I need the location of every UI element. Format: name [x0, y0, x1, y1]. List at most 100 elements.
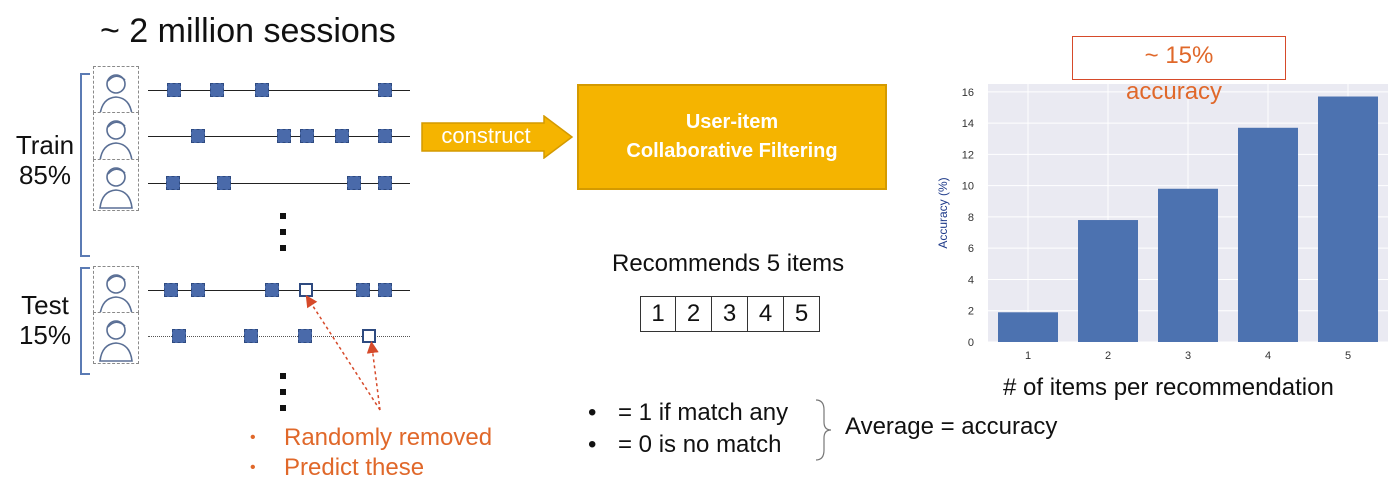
match-bullets: • = 1 if match any • = 0 is no match — [588, 397, 788, 461]
page-title: ~ 2 million sessions — [100, 12, 396, 50]
session-item — [335, 129, 349, 143]
annotation-box — [1072, 36, 1286, 80]
annotation-accuracy: accuracy — [1126, 78, 1223, 105]
session-item — [378, 129, 392, 143]
cf-line-1: User-item — [685, 111, 779, 133]
y-tick-label: 0 — [968, 337, 974, 349]
ellipsis-dot — [280, 245, 286, 251]
removed-notes: • Randomly removed • Predict these — [250, 423, 492, 483]
session-item — [191, 283, 205, 297]
rec-box-2: 2 — [676, 296, 712, 332]
ellipsis-dot — [280, 213, 286, 219]
session-item — [172, 329, 186, 343]
x-tick-label: 4 — [1265, 350, 1271, 362]
arrow-icon — [421, 115, 574, 159]
bar — [1078, 220, 1138, 342]
session-item — [164, 283, 178, 297]
y-tick-label: 16 — [962, 87, 974, 99]
test-label-text: Test — [21, 290, 69, 320]
session-item — [277, 129, 291, 143]
test-label: Test 15% — [14, 290, 76, 350]
ellipsis-dot — [280, 229, 286, 235]
bullet-icon: • — [588, 431, 597, 458]
x-tick-label: 3 — [1185, 350, 1191, 362]
session-item — [167, 83, 181, 97]
session-item — [300, 129, 314, 143]
session-track — [148, 90, 410, 91]
session-item — [255, 83, 269, 97]
match-bullet-text: = 0 is no match — [618, 431, 782, 458]
recommends-label: Recommends 5 items — [612, 250, 845, 277]
session-track — [148, 336, 410, 337]
session-item — [265, 283, 279, 297]
removed-note: • Predict these — [250, 453, 492, 483]
user-icon — [93, 312, 139, 364]
session-item — [210, 83, 224, 97]
match-bullet-text: = 1 if match any — [618, 399, 789, 426]
session-track — [148, 290, 410, 291]
user-icon — [93, 159, 139, 211]
ellipsis-dot — [280, 373, 286, 379]
session-item — [298, 329, 312, 343]
y-axis-label: Accuracy (%) — [936, 177, 950, 248]
removed-note: • Randomly removed — [250, 423, 492, 453]
ellipsis-dot — [280, 389, 286, 395]
x-tick-label: 1 — [1025, 350, 1031, 362]
user-icon — [93, 112, 139, 164]
train-label: Train 85% — [14, 130, 76, 190]
annotation-percent: ~ 15% — [1144, 42, 1214, 69]
bar — [1238, 127, 1298, 342]
pointer-arrow — [305, 294, 381, 411]
collaborative-filtering-box: User-item Collaborative Filtering — [577, 84, 887, 190]
user-icon — [93, 66, 139, 118]
pointer-arrow — [366, 341, 381, 411]
y-tick-label: 2 — [968, 306, 974, 318]
rec-box-5: 5 — [784, 296, 820, 332]
session-item — [378, 176, 392, 190]
y-tick-label: 8 — [968, 212, 974, 224]
session-item — [166, 176, 180, 190]
curly-brace-icon — [815, 399, 832, 461]
x-tick-label: 2 — [1105, 350, 1111, 362]
bullet-icon: • — [250, 429, 256, 446]
match-bullet: • = 0 is no match — [588, 429, 788, 461]
bar — [998, 312, 1058, 342]
cf-line-2: Collaborative Filtering — [626, 140, 838, 162]
train-bracket — [80, 73, 90, 257]
removed-note-text: Predict these — [284, 454, 425, 481]
test-percent: 15% — [18, 320, 72, 350]
bullet-icon: • — [588, 399, 597, 426]
session-item — [347, 176, 361, 190]
session-item — [356, 283, 370, 297]
session-item — [378, 283, 392, 297]
session-item — [378, 83, 392, 97]
session-item — [191, 129, 205, 143]
rec-box-3: 3 — [712, 296, 748, 332]
bullet-icon: • — [250, 459, 256, 476]
train-percent: 85% — [18, 160, 72, 190]
match-bullet: • = 1 if match any — [588, 397, 788, 429]
rec-box-4: 4 — [748, 296, 784, 332]
train-label-text: Train — [15, 130, 75, 160]
user-icon — [93, 266, 139, 318]
recommendation-boxes: 1 2 3 4 5 — [640, 296, 820, 332]
session-item — [217, 176, 231, 190]
y-tick-label: 10 — [962, 181, 974, 193]
y-tick-label: 6 — [968, 243, 974, 255]
chart-x-axis-label: # of items per recommendation — [1003, 374, 1334, 401]
rec-box-1: 1 — [640, 296, 676, 332]
x-tick-label: 5 — [1345, 350, 1351, 362]
ellipsis-dot — [280, 405, 286, 411]
bar — [1158, 188, 1218, 342]
y-tick-label: 14 — [962, 118, 974, 130]
removed-note-text: Randomly removed — [284, 424, 493, 451]
bar — [1318, 96, 1378, 342]
construct-label: construct — [441, 123, 531, 148]
y-tick-label: 4 — [968, 274, 974, 286]
session-track — [148, 183, 410, 184]
y-tick-label: 12 — [962, 149, 974, 161]
session-item — [244, 329, 258, 343]
test-bracket — [80, 267, 90, 375]
